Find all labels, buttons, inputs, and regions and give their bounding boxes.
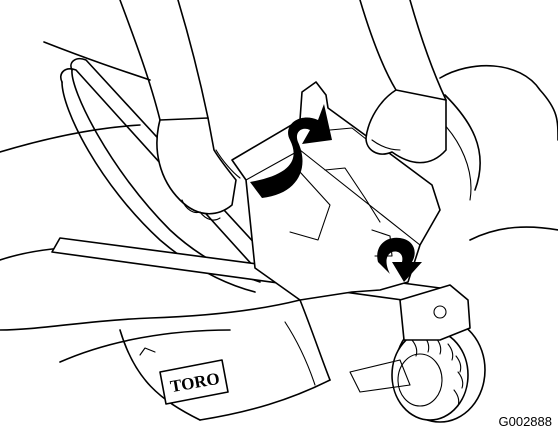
arrow-upper	[250, 104, 332, 198]
right-arm	[359, 0, 447, 164]
rear-wheel	[391, 317, 486, 423]
figure-code: G002888	[498, 414, 553, 429]
logo-plate	[159, 359, 229, 405]
rear-housing	[349, 284, 471, 393]
arrow-lower	[377, 237, 422, 282]
grass-bag	[0, 246, 331, 421]
left-arm	[119, 0, 241, 221]
